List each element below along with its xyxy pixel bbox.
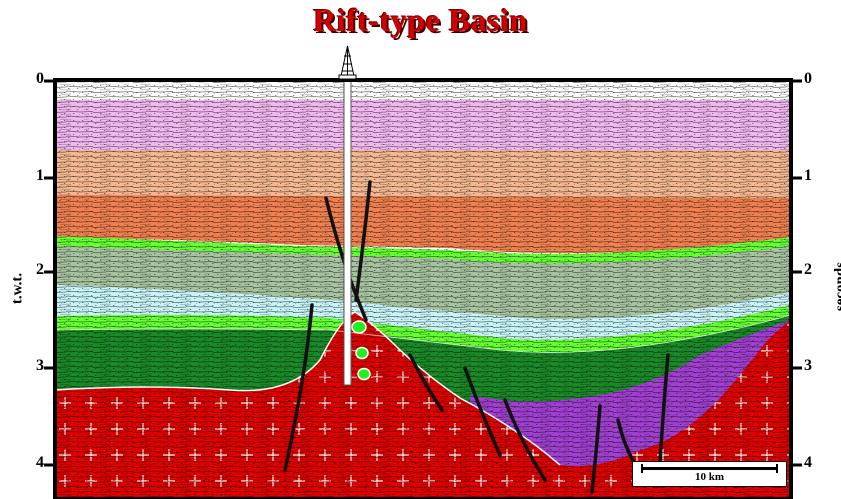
right-tick-label: 3 (804, 357, 812, 374)
scale-bar-label: 10 km (694, 471, 725, 483)
right-axis-label: seconds (832, 261, 841, 312)
figure-title: Rift-type Basin (313, 2, 528, 38)
scale-bar-line (641, 464, 778, 473)
left-tick-label: 3 (36, 357, 44, 374)
hydrocarbon-marker (351, 320, 367, 334)
fault-line (354, 180, 372, 302)
seismic-layers (55, 80, 791, 499)
hydrocarbon-marker (355, 346, 369, 360)
well-bore (343, 80, 352, 386)
left-tick-label: 0 (36, 70, 44, 87)
left-tick-label: 1 (36, 167, 44, 184)
right-tick-label: 1 (804, 167, 812, 184)
drilling-rig-icon (338, 45, 357, 80)
scale-bar: 10 km (632, 461, 787, 487)
fault-line (463, 366, 502, 457)
right-tick-label: 0 (804, 70, 812, 87)
axis-ticks (44, 79, 802, 467)
section-frame (53, 78, 793, 499)
left-tick-label: 2 (36, 261, 44, 278)
fault-line (283, 303, 314, 472)
right-tick-label: 2 (804, 261, 812, 278)
fault-line (503, 398, 547, 482)
right-tick-label: 4 (804, 454, 812, 471)
left-tick-label: 4 (36, 454, 44, 471)
fault-line (408, 353, 444, 412)
fault-line (658, 353, 670, 464)
fault-line (590, 404, 602, 494)
left-axis-label: t.w.t. (9, 272, 26, 305)
faults (283, 180, 670, 494)
hydrocarbon-marker (357, 367, 371, 381)
